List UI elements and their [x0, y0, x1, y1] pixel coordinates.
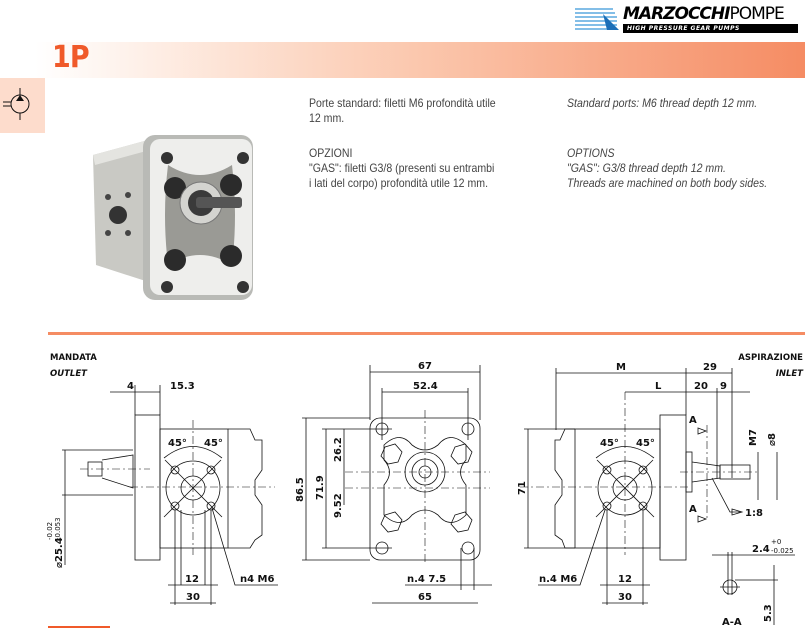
dim-20: 20 [694, 381, 708, 392]
marzocchi-logo: MARZOCCHIPOMPE HIGH PRESSURE GEAR PUMPS [573, 4, 803, 33]
outlet-label-it: MANDATA [50, 353, 97, 363]
inlet-dim-30: 30 [618, 592, 632, 603]
dim-52-4: 52.4 [413, 381, 438, 392]
en-options-line-1: "GAS": G3/8 thread depth 12 mm. [567, 161, 726, 175]
dim-26-2: 26.2 [333, 437, 344, 462]
brand-suffix: POMPE [729, 4, 784, 24]
section-mark-bottom: A [689, 504, 697, 515]
dim-65: 65 [418, 592, 432, 603]
inlet-dim-12: 12 [618, 574, 632, 585]
it-options-line-2: i lati del corpo) profondità utile 12 mm… [309, 176, 489, 190]
section-mark-top: A [689, 415, 697, 426]
logo-stripes-icon [573, 6, 621, 32]
tolerance-lower: -0.053 [54, 517, 62, 540]
front-view: 67 52.4 86.5 71.9 26.2 9.52 n.4 7.5 65 [295, 361, 492, 604]
dim-67: 67 [418, 361, 432, 372]
outlet-view: MANDATA OUTLET 4 15.3 ⌀25.4 -0.02 -0.053… [46, 353, 278, 605]
dim-71: 71 [517, 481, 528, 495]
outlet-label-en: OUTLET [50, 369, 88, 379]
dim-12: 12 [185, 574, 199, 585]
it-ports-text: Porte standard: filetti M6 profondità ut… [309, 96, 496, 110]
dim-9-52: 9.52 [333, 493, 344, 518]
shaft-diameter: ⌀25.4 [54, 537, 65, 568]
taper-ratio: 1:8 [745, 508, 763, 519]
section-divider [48, 332, 805, 335]
diameter-8: ⌀8 [767, 433, 778, 446]
dim-71-9: 71.9 [315, 475, 326, 500]
holes-spec: n.4 7.5 [407, 574, 446, 585]
dim-30: 30 [186, 592, 200, 603]
inlet-angle-left: 45° [600, 438, 619, 449]
inlet-angle-right: 45° [636, 438, 655, 449]
section-label: A-A [722, 617, 742, 628]
footer-accent-line [48, 626, 110, 628]
thread-spec: n4 M6 [240, 574, 275, 585]
key-tol-upper: +0 [771, 538, 781, 546]
it-options-line-1: "GAS": filetti G3/8 (presenti su entramb… [309, 161, 495, 175]
dim-M: M [616, 362, 626, 373]
inlet-label-it: ASPIRAZIONE [738, 353, 803, 363]
it-options-title: OPZIONI [309, 146, 353, 160]
angle-left: 45° [168, 438, 187, 449]
en-options-line-2: Threads are machined on both body sides. [567, 176, 768, 190]
it-ports-text-2: 12 mm. [309, 111, 345, 125]
product-code: 1P [52, 40, 90, 75]
inlet-label-en: INLET [776, 369, 804, 379]
dim-9: 9 [720, 381, 727, 392]
brand-tagline: HIGH PRESSURE GEAR PUMPS [623, 24, 798, 33]
dim-86-5: 86.5 [295, 477, 306, 502]
dim-29: 29 [703, 362, 717, 373]
dim-4: 4 [127, 381, 134, 392]
symbol-box [0, 78, 45, 133]
key-tol-lower: -0.025 [771, 547, 794, 555]
inlet-thread-spec: n.4 M6 [539, 574, 577, 585]
angle-right: 45° [204, 438, 223, 449]
pump-photo [93, 135, 253, 300]
inlet-view: ASPIRAZIONE INLET M 29 L 20 9 71 45° 45°… [517, 353, 804, 628]
thread-M7: M7 [748, 429, 759, 446]
brand-name: MARZOCCHI [623, 4, 730, 24]
en-ports-text: Standard ports: M6 thread depth 12 mm. [567, 96, 758, 110]
key-width: 2.4 [752, 544, 770, 555]
title-band [35, 42, 805, 78]
hydraulic-pump-symbol-icon [3, 88, 30, 120]
tolerance-upper: -0.02 [46, 522, 54, 540]
dim-L: L [655, 381, 662, 392]
en-options-title: OPTIONS [567, 146, 615, 160]
dim-15-3: 15.3 [170, 381, 195, 392]
dim-5-3: 5.3 [763, 604, 774, 622]
technical-drawings: MANDATA OUTLET 4 15.3 ⌀25.4 -0.02 -0.053… [46, 353, 804, 628]
